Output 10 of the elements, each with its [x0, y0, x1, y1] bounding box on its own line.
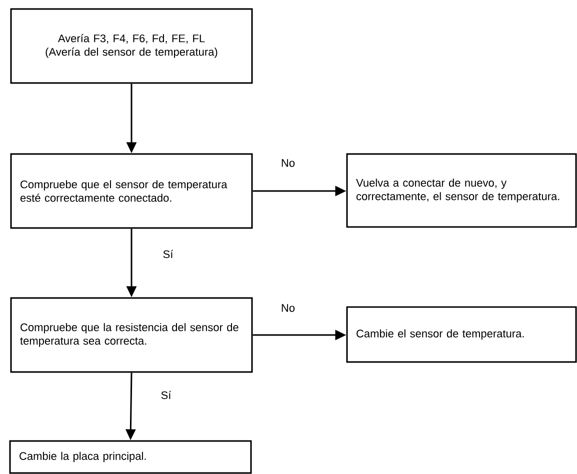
process-box: Cambie el sensor de temperatura. [346, 306, 577, 363]
edge-label: No [280, 158, 296, 168]
process-box: Cambie la placa principal. [9, 440, 252, 474]
process-box: Avería F3, F4, F6, Fd, FE, FL (Avería del sensor de temperatura) [10, 8, 253, 84]
edge-label: Sí [160, 390, 172, 400]
process-box: Compruebe que el sensor de temperatura esté correctamente conectado. [10, 153, 253, 229]
edge-label: Sí [162, 248, 174, 260]
process-box: Vuelva a conectar de nuevo, y correctamente, el sensor de temperatura. [346, 153, 577, 228]
process-box: Compruebe que la resistencia del sensor de temperatura sea correcta. [10, 297, 253, 373]
edge-label: No [280, 303, 296, 313]
